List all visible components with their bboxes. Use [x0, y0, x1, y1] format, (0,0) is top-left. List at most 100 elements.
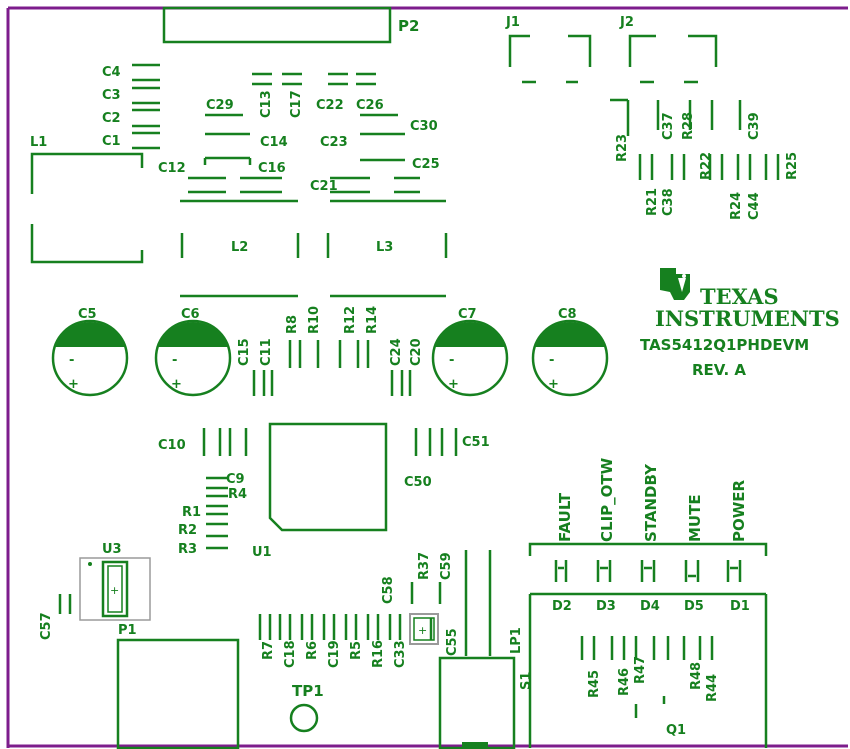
- connector-j2: J2: [619, 15, 718, 84]
- svg-text:C7: C7: [458, 307, 477, 322]
- svg-text:R21: R21: [645, 188, 660, 216]
- svg-text:R47: R47: [633, 656, 648, 684]
- electrolytic-capacitor-c6: C6 - +: [154, 307, 232, 397]
- regulator-u3: U3 + C57: [39, 542, 151, 640]
- svg-text:U1: U1: [252, 545, 272, 560]
- inductor-l2: L2: [180, 233, 300, 298]
- led-label-clip-otw: CLIP_OTW: [598, 457, 616, 542]
- electrolytic-capacitor-c8: C8 - +: [531, 307, 609, 397]
- svg-text:R16: R16: [371, 640, 386, 668]
- resistors-lower-right: R45 R46 R47 R48 R44 Q1: [580, 636, 720, 738]
- svg-text:D2: D2: [552, 599, 572, 614]
- inductor-l1: L1: [30, 135, 144, 264]
- svg-text:+: +: [171, 377, 182, 392]
- svg-text:C20: C20: [409, 338, 424, 366]
- svg-text:C12: C12: [158, 161, 186, 176]
- svg-text:R28: R28: [681, 112, 696, 140]
- svg-text:C17: C17: [289, 90, 304, 118]
- svg-text:+: +: [448, 377, 459, 392]
- inductor-l3: L3: [326, 233, 448, 298]
- svg-text:C38: C38: [661, 188, 676, 216]
- svg-text:R24: R24: [729, 192, 744, 220]
- svg-text:R7: R7: [261, 641, 276, 660]
- parts-left-of-u1: C10 C9 R4 R1 R2 R3: [158, 428, 248, 557]
- board-revision: REV. A: [692, 361, 746, 379]
- svg-text:R10: R10: [307, 306, 322, 334]
- electrolytic-capacitor-c7: C7 - +: [431, 307, 509, 397]
- svg-text:C1: C1: [102, 134, 121, 149]
- svg-text:R4: R4: [228, 487, 247, 502]
- board-name: TAS5412Q1PHDEVM: [640, 336, 809, 354]
- svg-text:R6: R6: [305, 641, 320, 660]
- svg-text:C3: C3: [102, 88, 121, 103]
- svg-text:C14: C14: [260, 135, 288, 150]
- svg-text:R37: R37: [417, 552, 432, 580]
- caps-middle-row: C15 C11 R8 R10 R12 R14 C24 C20: [237, 306, 424, 396]
- board-outline: [6, 6, 848, 748]
- svg-text:+: +: [68, 377, 79, 392]
- svg-text:LP1: LP1: [509, 627, 524, 654]
- svg-text:C50: C50: [404, 475, 432, 490]
- svg-text:U3: U3: [102, 542, 122, 557]
- ti-logo-icon: [660, 268, 690, 300]
- svg-text:C2: C2: [102, 111, 121, 126]
- connector-j1: J1: [505, 15, 592, 84]
- svg-text:C44: C44: [747, 192, 762, 220]
- svg-text:R44: R44: [705, 674, 720, 702]
- svg-text:R45: R45: [587, 670, 602, 698]
- svg-text:D5: D5: [684, 599, 704, 614]
- svg-text:+: +: [548, 377, 559, 392]
- connector-p2: P2: [162, 6, 419, 44]
- svg-text:D1: D1: [730, 599, 750, 614]
- connector-p1: P1: [116, 623, 240, 749]
- svg-text:C58: C58: [381, 576, 396, 604]
- svg-text:C16: C16: [258, 161, 286, 176]
- svg-text:P1: P1: [118, 623, 137, 638]
- led-label-standby: STANDBY: [642, 463, 660, 542]
- svg-text:L2: L2: [231, 240, 248, 255]
- svg-text:R25: R25: [785, 152, 800, 180]
- svg-text:C10: C10: [158, 438, 186, 453]
- svg-text:TP1: TP1: [292, 682, 324, 700]
- svg-text:R48: R48: [689, 662, 704, 690]
- svg-text:C19: C19: [327, 640, 342, 668]
- svg-text:R14: R14: [365, 306, 380, 334]
- svg-text:C26: C26: [356, 98, 384, 113]
- brand-name-line2: INSTRUMENTS: [655, 306, 840, 331]
- svg-text:C6: C6: [181, 307, 200, 322]
- svg-text:R23: R23: [615, 134, 630, 162]
- svg-text:C8: C8: [558, 307, 577, 322]
- svg-text:L3: L3: [376, 240, 393, 255]
- svg-text:C30: C30: [410, 119, 438, 134]
- electrolytic-capacitor-c5: C5 - +: [51, 307, 129, 397]
- svg-text:-: -: [549, 353, 554, 368]
- label-p2: P2: [398, 17, 419, 35]
- resistors-right-upper: R23 C37 R28 C39 R22 R25 R21 C38 R24 C44: [610, 98, 800, 220]
- svg-text:R8: R8: [285, 315, 300, 334]
- svg-text:C37: C37: [661, 112, 676, 140]
- svg-text:-: -: [69, 353, 74, 368]
- svg-text:C22: C22: [316, 98, 344, 113]
- capacitor-c55: + C55: [409, 582, 460, 656]
- svg-text:L1: L1: [30, 135, 47, 150]
- svg-text:+: +: [110, 584, 119, 597]
- svg-text:C59: C59: [439, 552, 454, 580]
- svg-text:C29: C29: [206, 98, 234, 113]
- svg-text:R2: R2: [178, 523, 197, 538]
- svg-text:J2: J2: [619, 15, 634, 30]
- svg-text:C33: C33: [393, 640, 408, 668]
- caps-upper-left: C29 C13 C17 C22 C26 C14 C30 C23 C12 C16 …: [158, 72, 446, 203]
- svg-text:C51: C51: [462, 435, 490, 450]
- svg-text:-: -: [449, 353, 454, 368]
- svg-text:D4: D4: [640, 599, 660, 614]
- svg-text:C55: C55: [445, 628, 460, 656]
- brand-name-line1: TEXAS: [700, 284, 779, 309]
- svg-text:C5: C5: [78, 307, 97, 322]
- resistors-bottom-row: R7 C18 R6 C19 R5 R16 C33 C58 R37 C59: [258, 552, 454, 668]
- caps-c50-c51: C51 C50: [404, 428, 490, 490]
- svg-text:-: -: [172, 353, 177, 368]
- svg-text:+: +: [418, 624, 427, 637]
- svg-text:D3: D3: [596, 599, 616, 614]
